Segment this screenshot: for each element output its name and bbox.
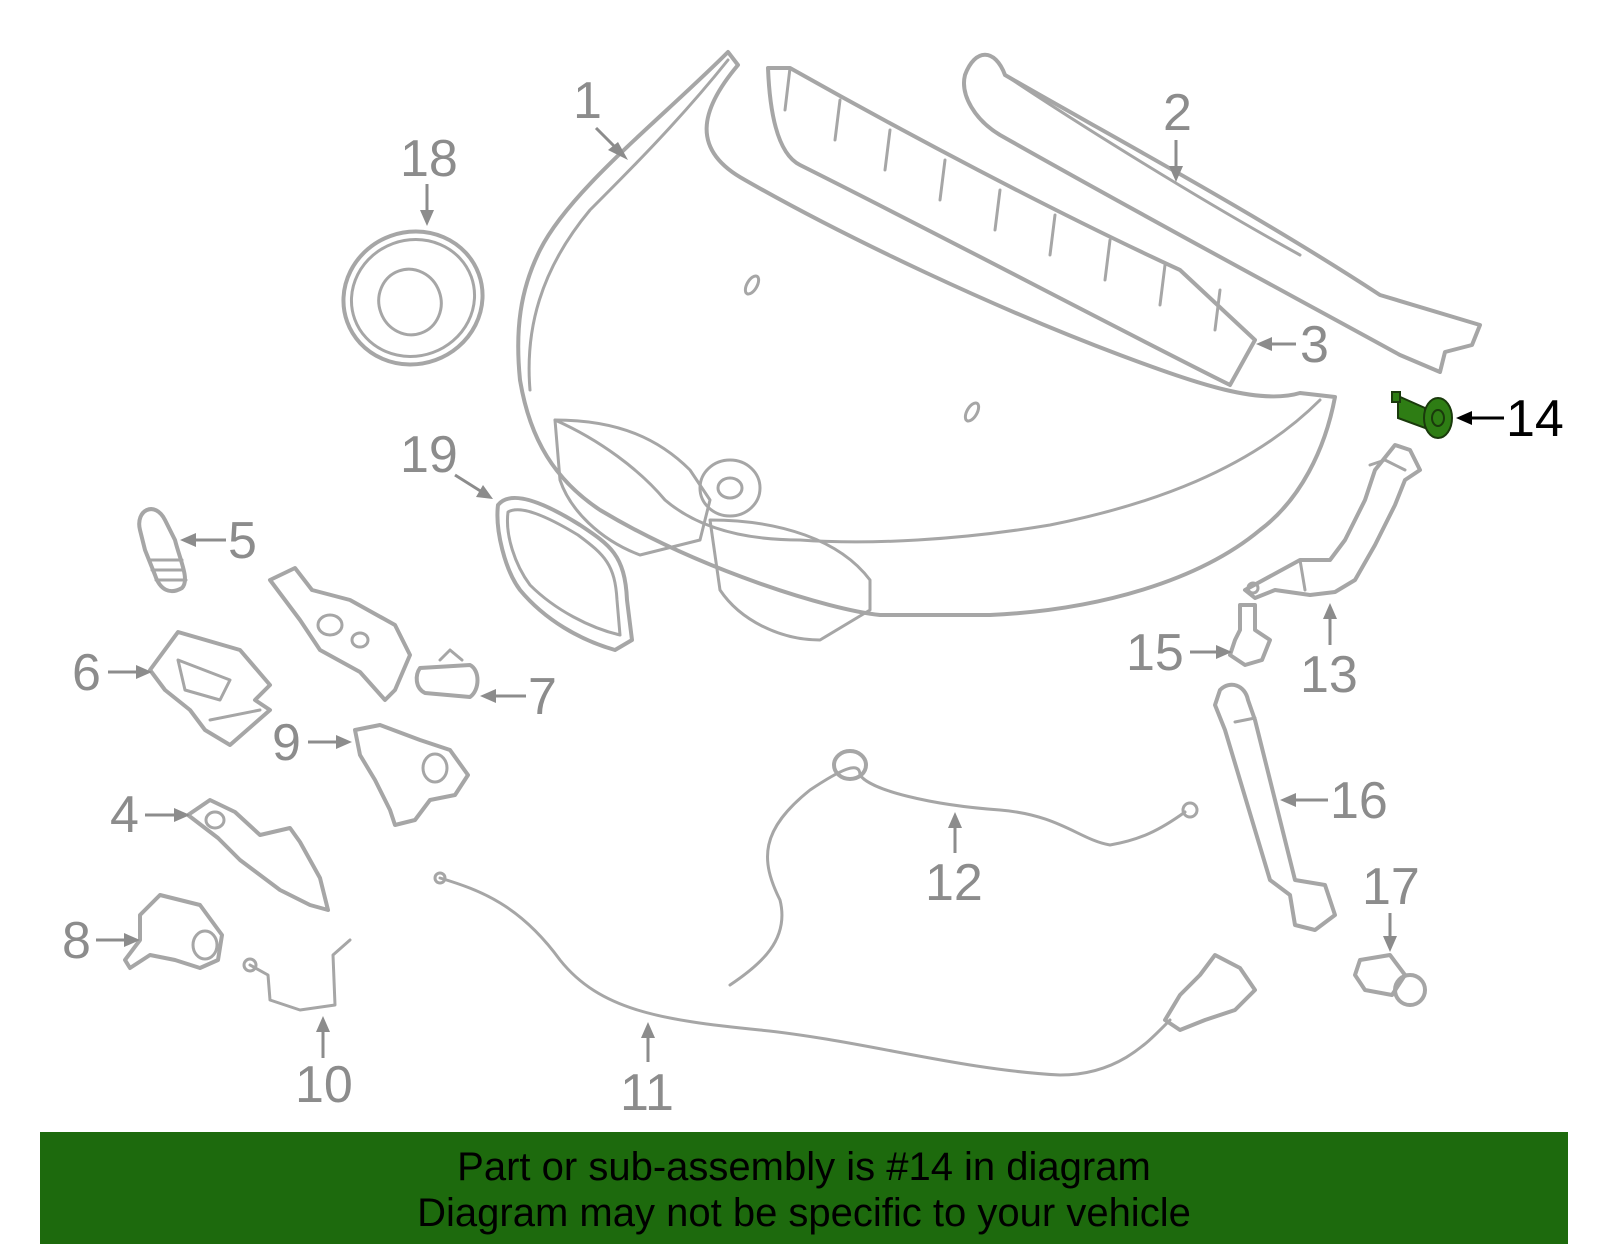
part-17-clip — [1353, 953, 1427, 1007]
callout-10: 10 — [295, 1016, 353, 1114]
banner-line-1: Part or sub-assembly is #14 in diagram — [457, 1145, 1151, 1189]
callout-19: 19 — [400, 426, 493, 499]
part-4-bracket — [186, 798, 330, 912]
callout-13: 13 — [1300, 603, 1358, 704]
svg-text:15: 15 — [1126, 624, 1184, 682]
callout-18: 18 — [400, 130, 458, 226]
svg-text:17: 17 — [1362, 858, 1420, 916]
callout-11: 11 — [620, 1022, 674, 1122]
part-10-rod — [242, 938, 352, 1012]
part-2-seal — [962, 53, 1482, 374]
callout-8: 7 8 — [62, 912, 140, 970]
callout-5: 5 — [180, 512, 257, 570]
part-6-latch — [148, 630, 272, 747]
part-7-lock — [268, 566, 480, 702]
callout-2: 2 — [1163, 84, 1192, 182]
callout-12: 12 — [925, 812, 983, 912]
svg-text:13: 13 — [1300, 646, 1358, 704]
part-18-cap — [341, 229, 485, 367]
callout-9: 9 — [272, 714, 352, 772]
callout-7: 7 — [480, 668, 557, 726]
svg-text:11: 11 — [620, 1064, 674, 1122]
part-19-frame — [495, 495, 634, 652]
callout-3: 3 — [1256, 316, 1329, 374]
svg-text:6: 6 — [72, 644, 101, 702]
svg-text:1: 1 — [573, 72, 602, 130]
svg-text:10: 10 — [295, 1056, 353, 1114]
svg-text:16: 16 — [1330, 772, 1388, 830]
callout-17: 17 — [1362, 858, 1420, 952]
callout-14: 14 — [1456, 390, 1564, 448]
svg-text:2: 2 — [1163, 84, 1192, 142]
part-3-insulation — [766, 66, 1257, 387]
svg-text:8: 8 — [62, 912, 91, 970]
svg-text:5: 5 — [228, 512, 257, 570]
part-13-hinge — [1243, 443, 1422, 600]
svg-text:12: 12 — [925, 854, 983, 912]
callout-1: 1 — [573, 72, 628, 160]
svg-text:3: 3 — [1300, 316, 1329, 374]
svg-text:14: 14 — [1506, 390, 1564, 448]
svg-text:18: 18 — [400, 130, 458, 188]
part-9-switch — [353, 723, 470, 827]
part-11-cable — [433, 871, 1257, 1077]
part-12-sensor-cable — [728, 749, 1199, 987]
part-16-strut — [1213, 682, 1337, 932]
svg-text:19: 19 — [400, 426, 458, 484]
svg-text:9: 9 — [272, 714, 301, 772]
part-14-bolt — [1391, 391, 1453, 439]
callout-4: 4 — [110, 786, 190, 844]
callout-15: 15 — [1126, 624, 1232, 682]
part-5-bumpstop — [137, 507, 188, 594]
svg-text:7: 7 — [528, 668, 557, 726]
part-8-actuator — [123, 893, 224, 970]
part-15-stud — [1228, 603, 1272, 667]
part-1-hood — [516, 50, 1337, 642]
svg-text:4: 4 — [110, 786, 139, 844]
callout-6: 6 — [72, 644, 152, 702]
callout-16: 16 — [1280, 772, 1388, 830]
banner-line-2: Diagram may not be specific to your vehi… — [417, 1191, 1191, 1235]
info-banner: Part or sub-assembly is #14 in diagram D… — [40, 1132, 1568, 1244]
